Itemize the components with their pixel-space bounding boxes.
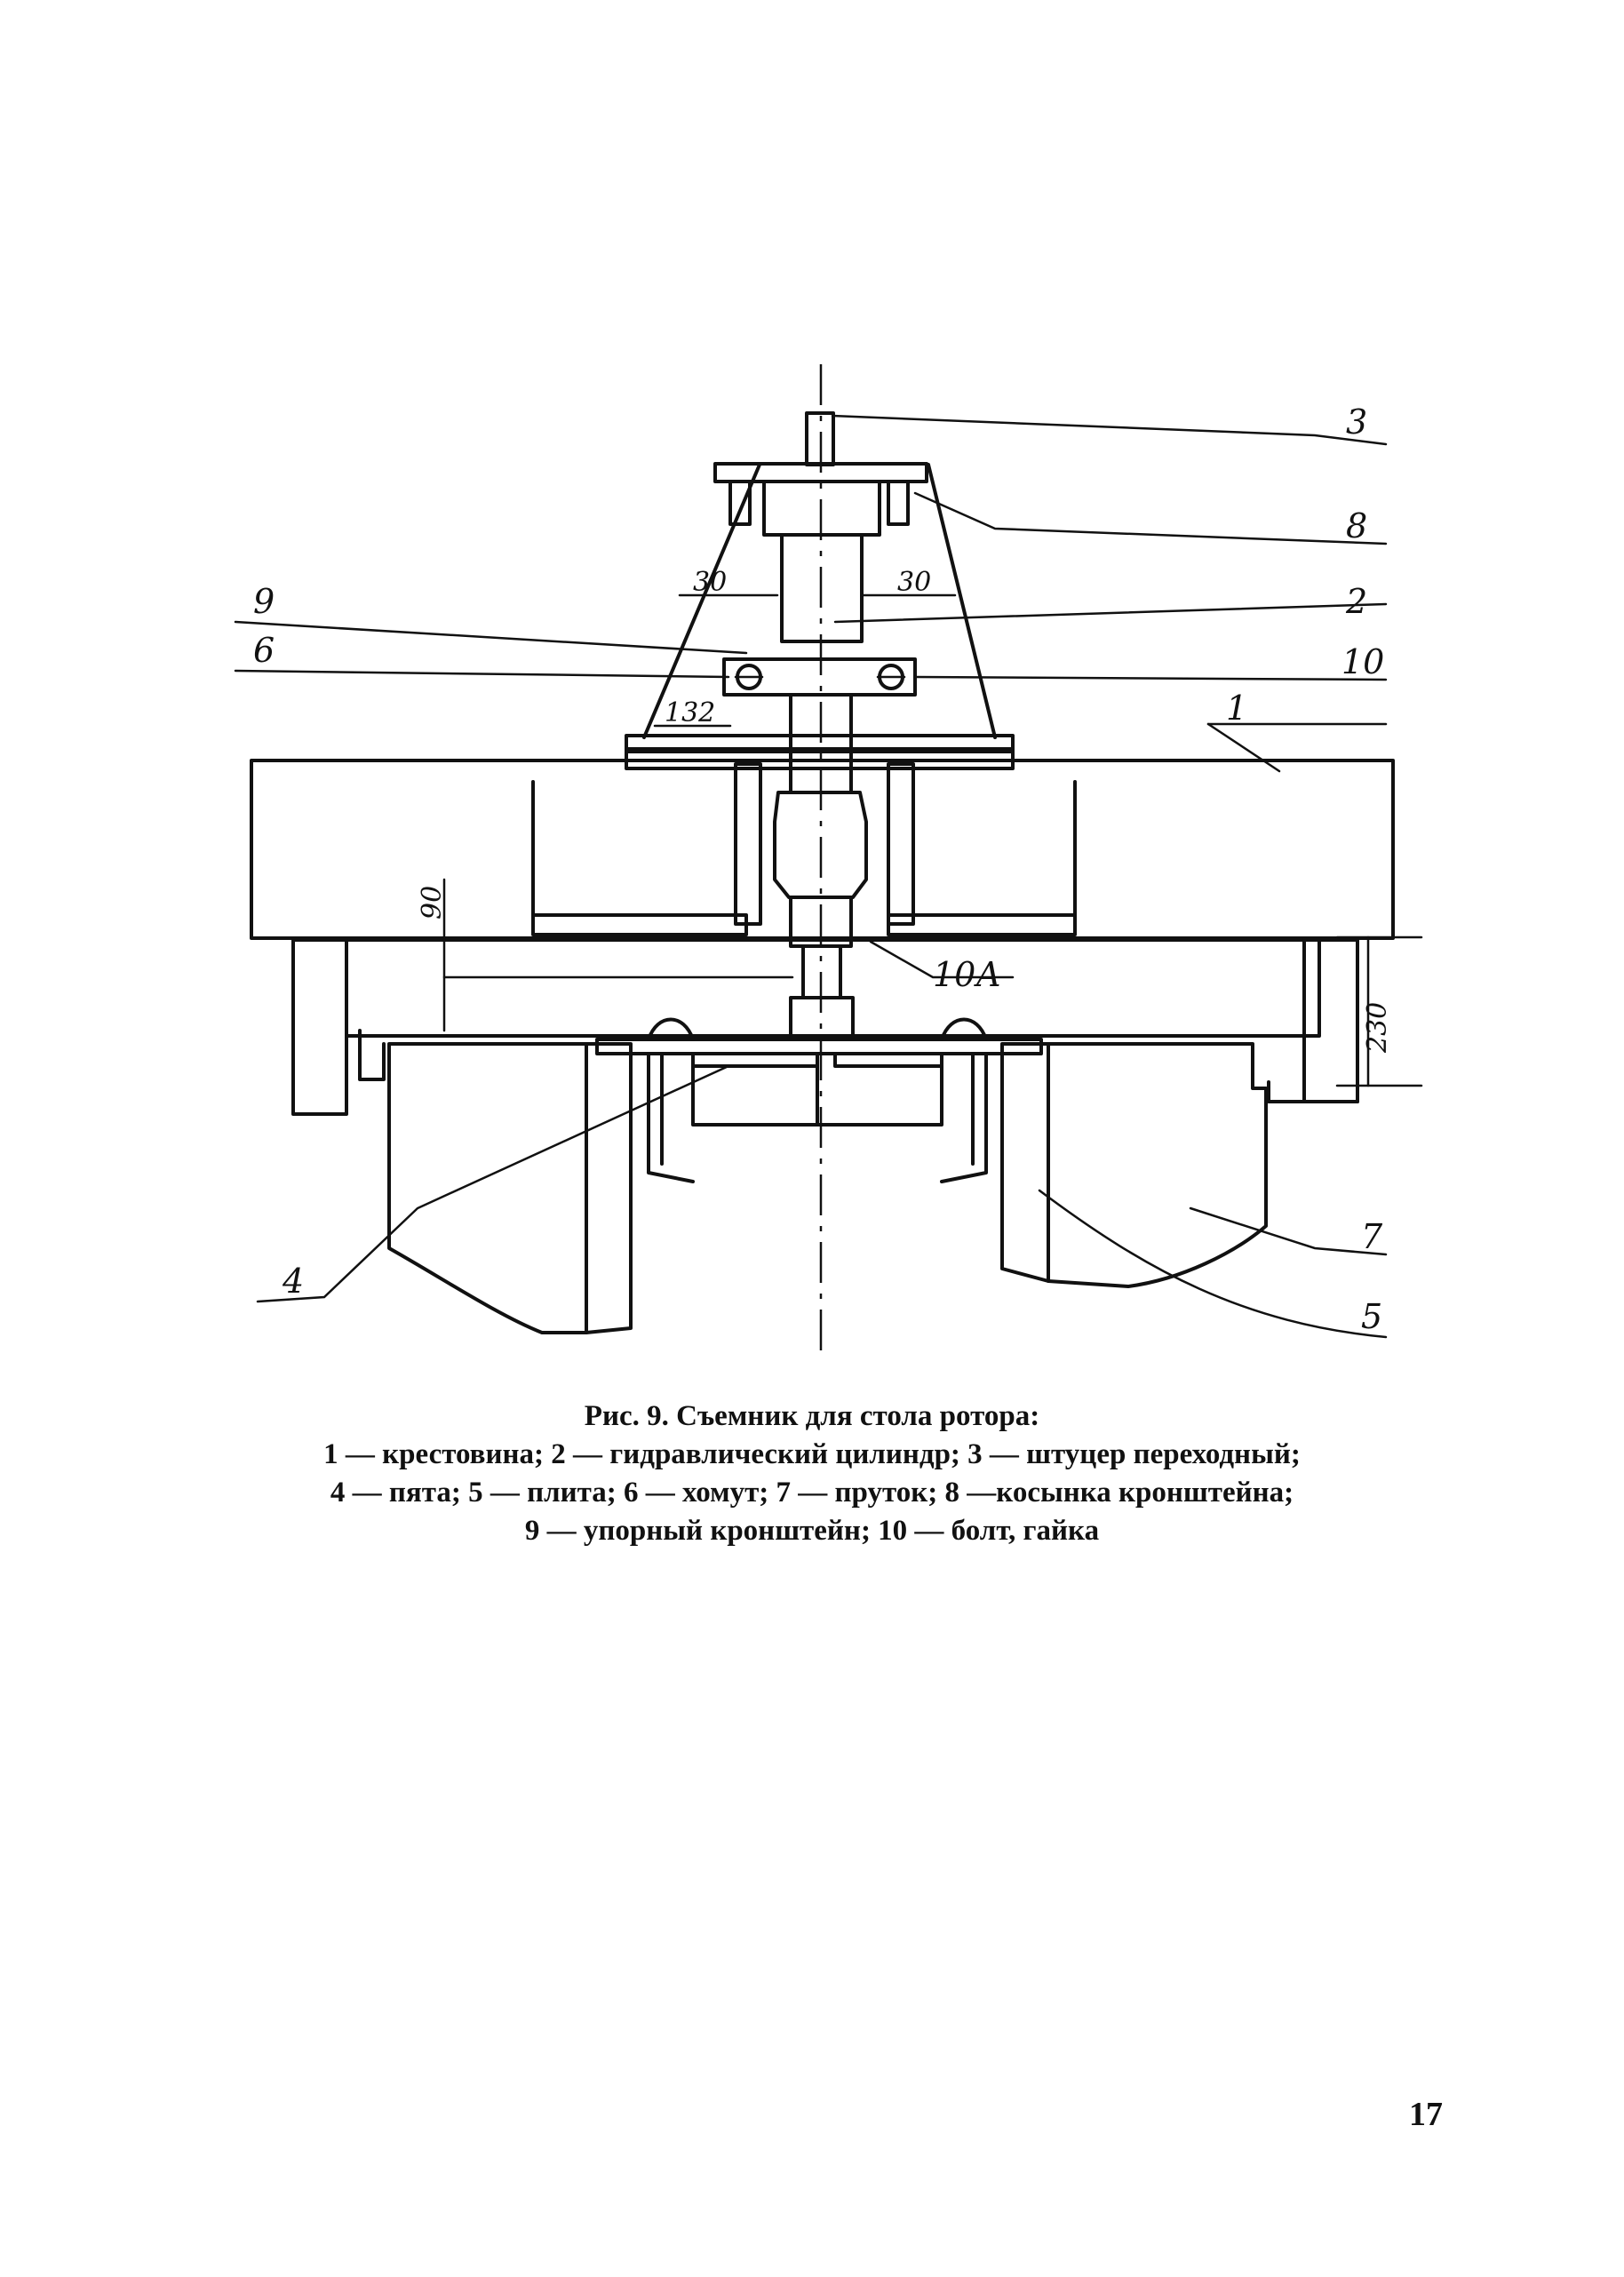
callout-1: 1 — [1226, 689, 1247, 728]
figure-caption-line-3: 9 — упорный кронштейн; 10 — болт, гайка — [524, 1515, 1100, 1547]
callout-9: 9 — [253, 582, 275, 621]
foundation-block — [358, 1029, 1268, 1334]
callout-7: 7 — [1361, 1217, 1383, 1256]
dimension-230: 230 — [1362, 1002, 1393, 1054]
callout-6: 6 — [253, 631, 275, 670]
page-number: 17 — [1409, 2096, 1443, 2133]
figure-caption-line-1: 1 — крестовина; 2 — гидравлический цилин… — [323, 1438, 1301, 1470]
dimension-132: 132 — [665, 697, 715, 728]
callout-5: 5 — [1361, 1297, 1382, 1336]
hydraulic-cylinder — [722, 411, 917, 1039]
dimension-labels: 30 30 132 90 230 — [417, 567, 1393, 1054]
callout-4: 4 — [282, 1262, 304, 1301]
callout-3: 3 — [1346, 402, 1367, 442]
leader-lines — [234, 414, 1388, 1339]
dimension-30-left: 30 — [693, 567, 727, 598]
callout-2: 2 — [1345, 582, 1367, 621]
dimension-30-right: 30 — [897, 567, 931, 598]
dimension-lines — [442, 593, 1423, 1087]
figure-caption-title: Рис. 9. Съемник для стола ротора: — [584, 1400, 1040, 1432]
figure-caption-line-2: 4 — пята; 5 — плита; 6 — хомут; 7 — прут… — [330, 1477, 1294, 1509]
callout-10: 10 — [1341, 642, 1384, 681]
callout-8: 8 — [1346, 506, 1367, 545]
callout-labels: 3 8 2 10 1 9 6 10А 4 7 5 — [253, 402, 1384, 1336]
dimension-90: 90 — [417, 886, 448, 920]
callout-10a: 10А — [933, 955, 1001, 994]
